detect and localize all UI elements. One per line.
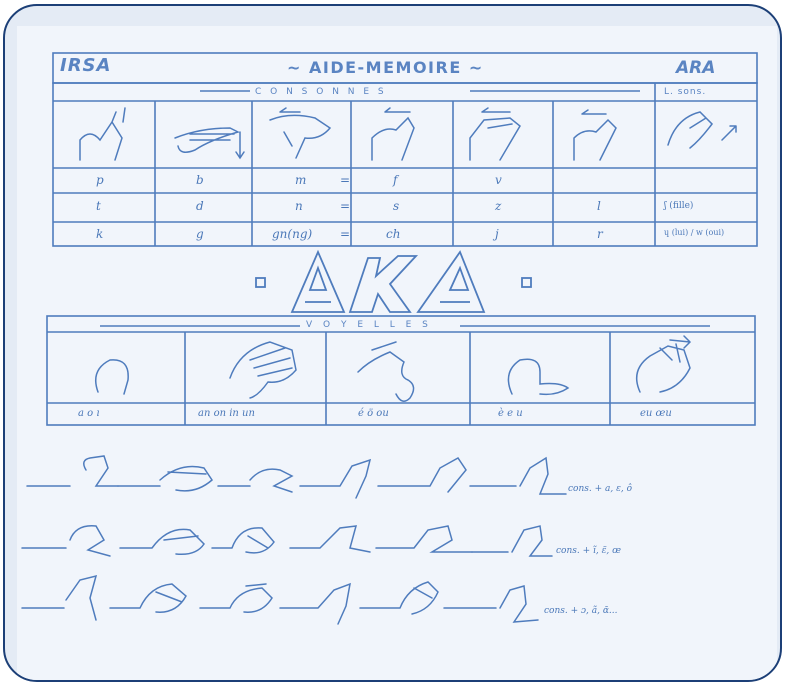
cons-r: r — [597, 227, 603, 241]
cons-z: z — [495, 199, 501, 213]
side-fille: ʃ (fille) — [664, 201, 693, 211]
consonant-hand-sketches — [80, 108, 736, 160]
cons-eq-1: = — [340, 173, 350, 187]
cons-d: d — [196, 199, 204, 213]
cons-l: l — [597, 199, 601, 213]
vowel-cell-2: an on in un — [198, 408, 255, 419]
cons-ch: ch — [386, 227, 400, 241]
sequence-1-caption: cons. + a, ε, ô — [568, 484, 632, 494]
cons-b: b — [196, 173, 204, 187]
cons-p: p — [96, 173, 104, 187]
side-lui-oui: ɥ (lui) / w (oui) — [664, 228, 724, 237]
header-box — [53, 53, 757, 83]
vowel-cell-5: eu œu — [640, 408, 672, 419]
cons-eq-2: = — [340, 199, 350, 213]
cons-m: m — [295, 173, 306, 187]
cons-gn: gn(ng) — [272, 227, 312, 241]
cons-v: v — [495, 173, 502, 187]
sequence-3-caption: cons. + ɔ, ã, ɑ̃... — [544, 606, 618, 616]
vowel-cell-4: è e u — [498, 408, 523, 419]
vowels-label: V O Y E L L E S — [306, 320, 432, 330]
cons-g: g — [196, 227, 204, 241]
cons-j: j — [495, 227, 499, 241]
cons-t: t — [96, 199, 101, 213]
vowel-cell-3: é ö ou — [358, 408, 389, 419]
cons-eq-3: = — [340, 227, 350, 241]
vowel-cell-1: a o ı — [78, 408, 100, 419]
cons-s: s — [393, 199, 399, 213]
cons-f: f — [393, 173, 397, 187]
cons-n: n — [295, 199, 303, 213]
sequence-2-caption: cons. + ĩ, ɛ̃, œ — [556, 546, 621, 556]
aka-logo — [256, 252, 531, 312]
cons-k: k — [96, 227, 103, 241]
handshape-sequences — [22, 456, 566, 624]
